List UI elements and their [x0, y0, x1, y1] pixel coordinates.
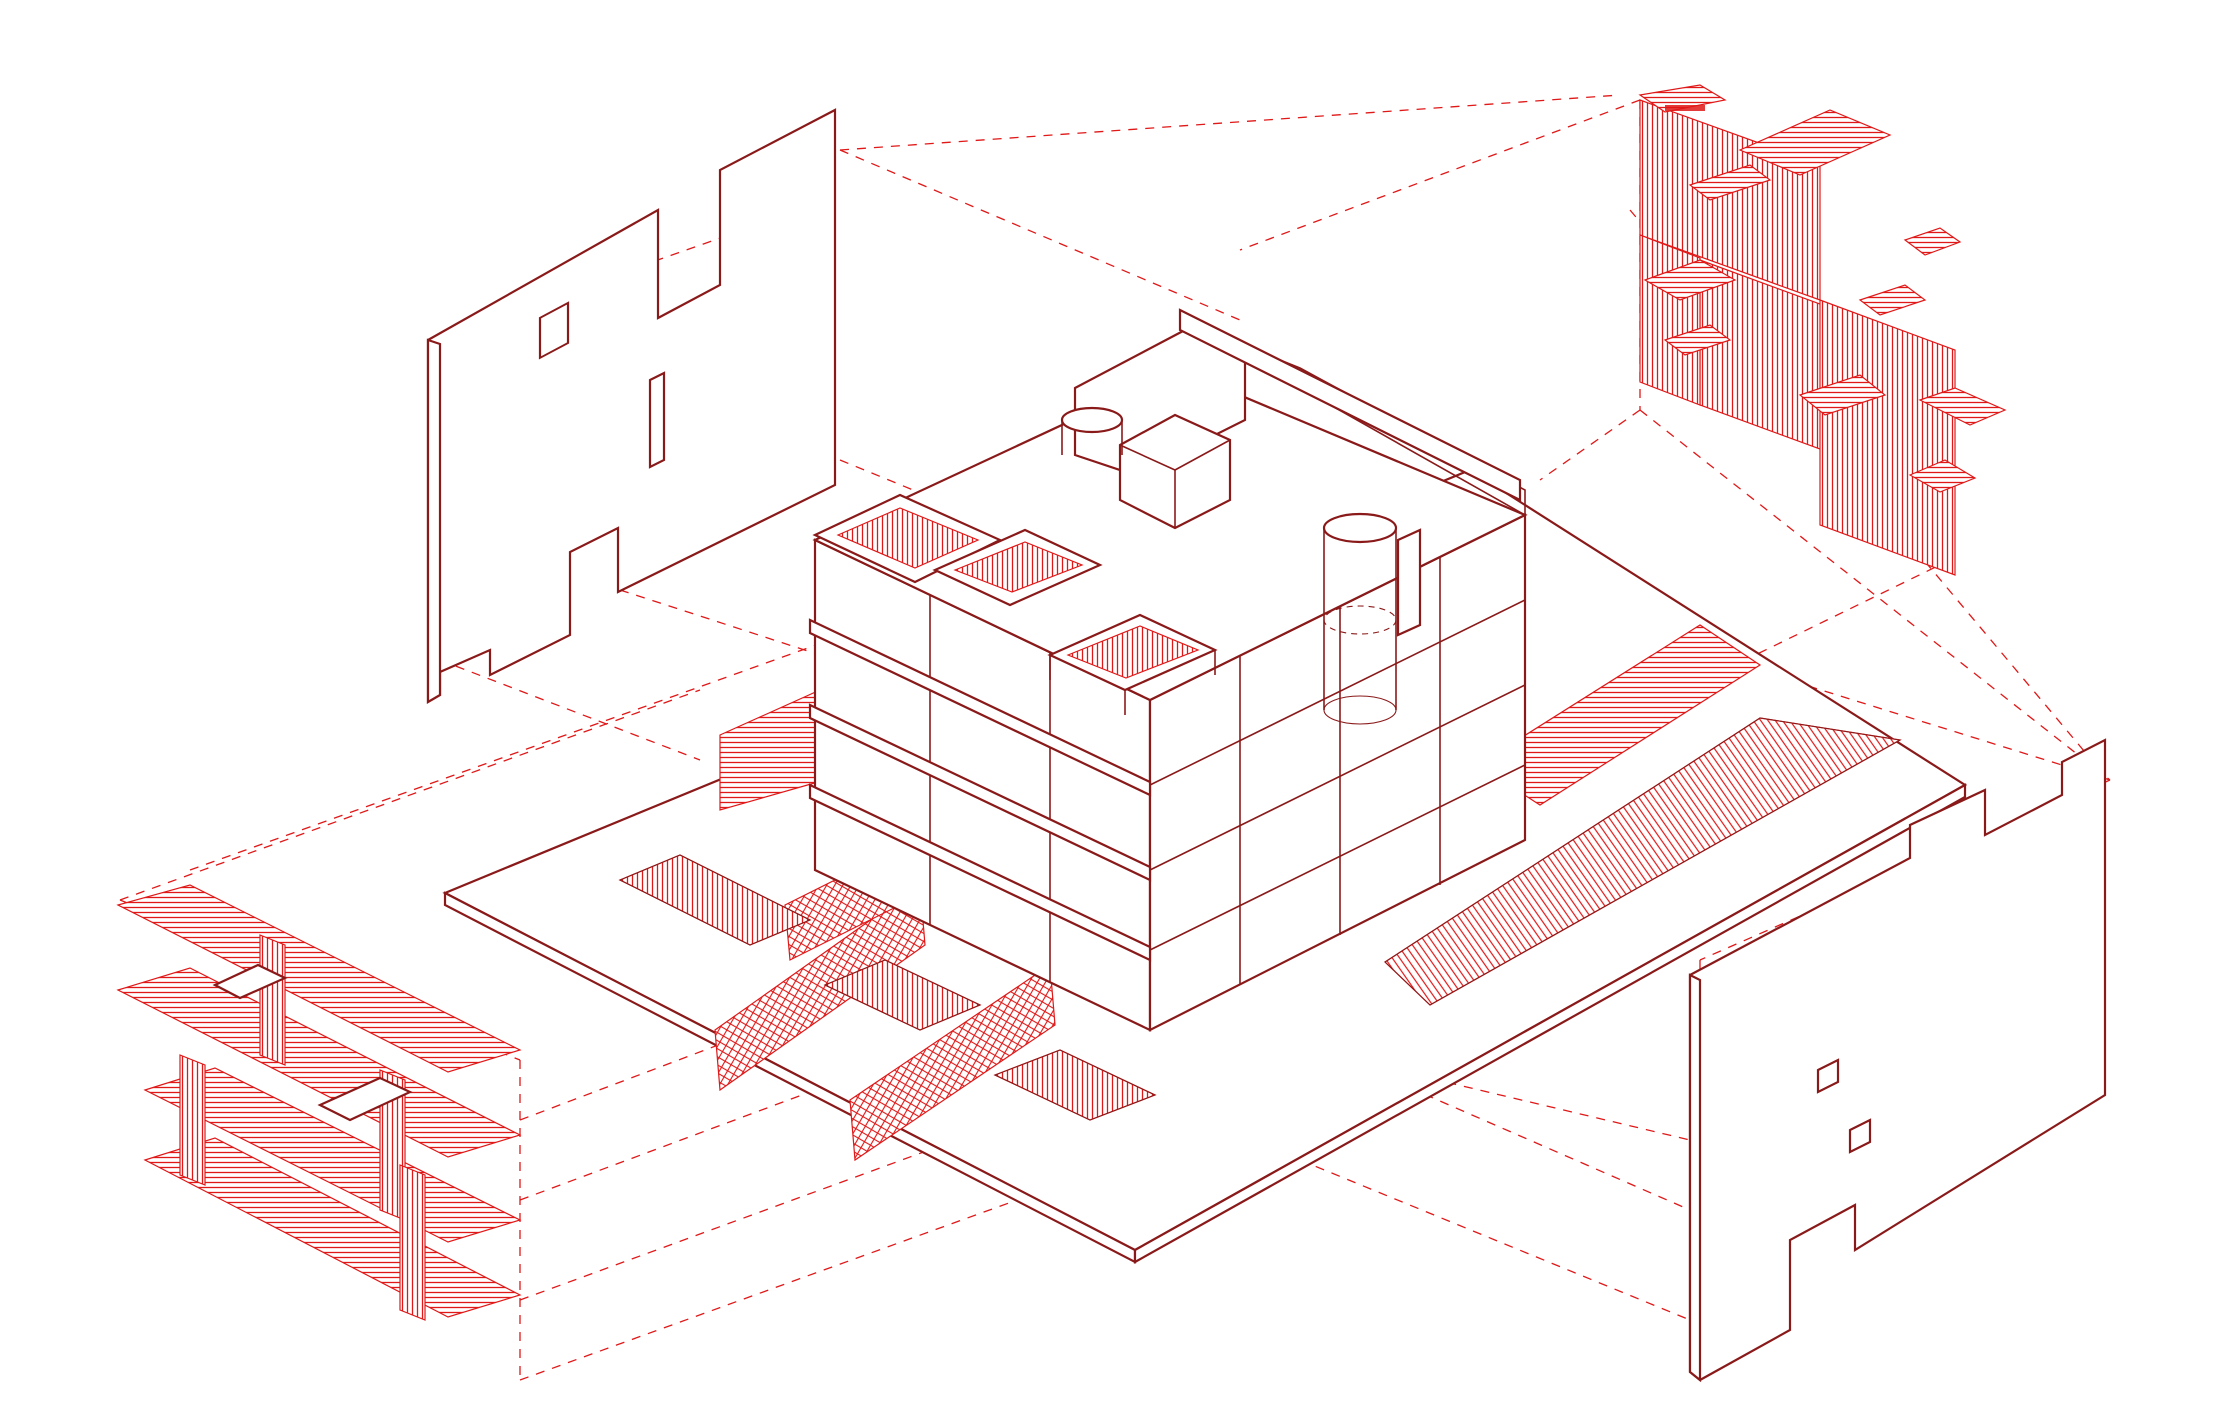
spiral-stair-cylinder — [1322, 512, 1422, 725]
facade-screen-bottom-left — [116, 884, 522, 1321]
wall-panel-top-left — [426, 108, 837, 704]
pool-basins — [618, 854, 1157, 1121]
facade-screen-top-right — [1638, 84, 2007, 576]
roof-basins — [812, 493, 1218, 715]
wall-panel-bottom-right — [1688, 738, 2107, 1383]
